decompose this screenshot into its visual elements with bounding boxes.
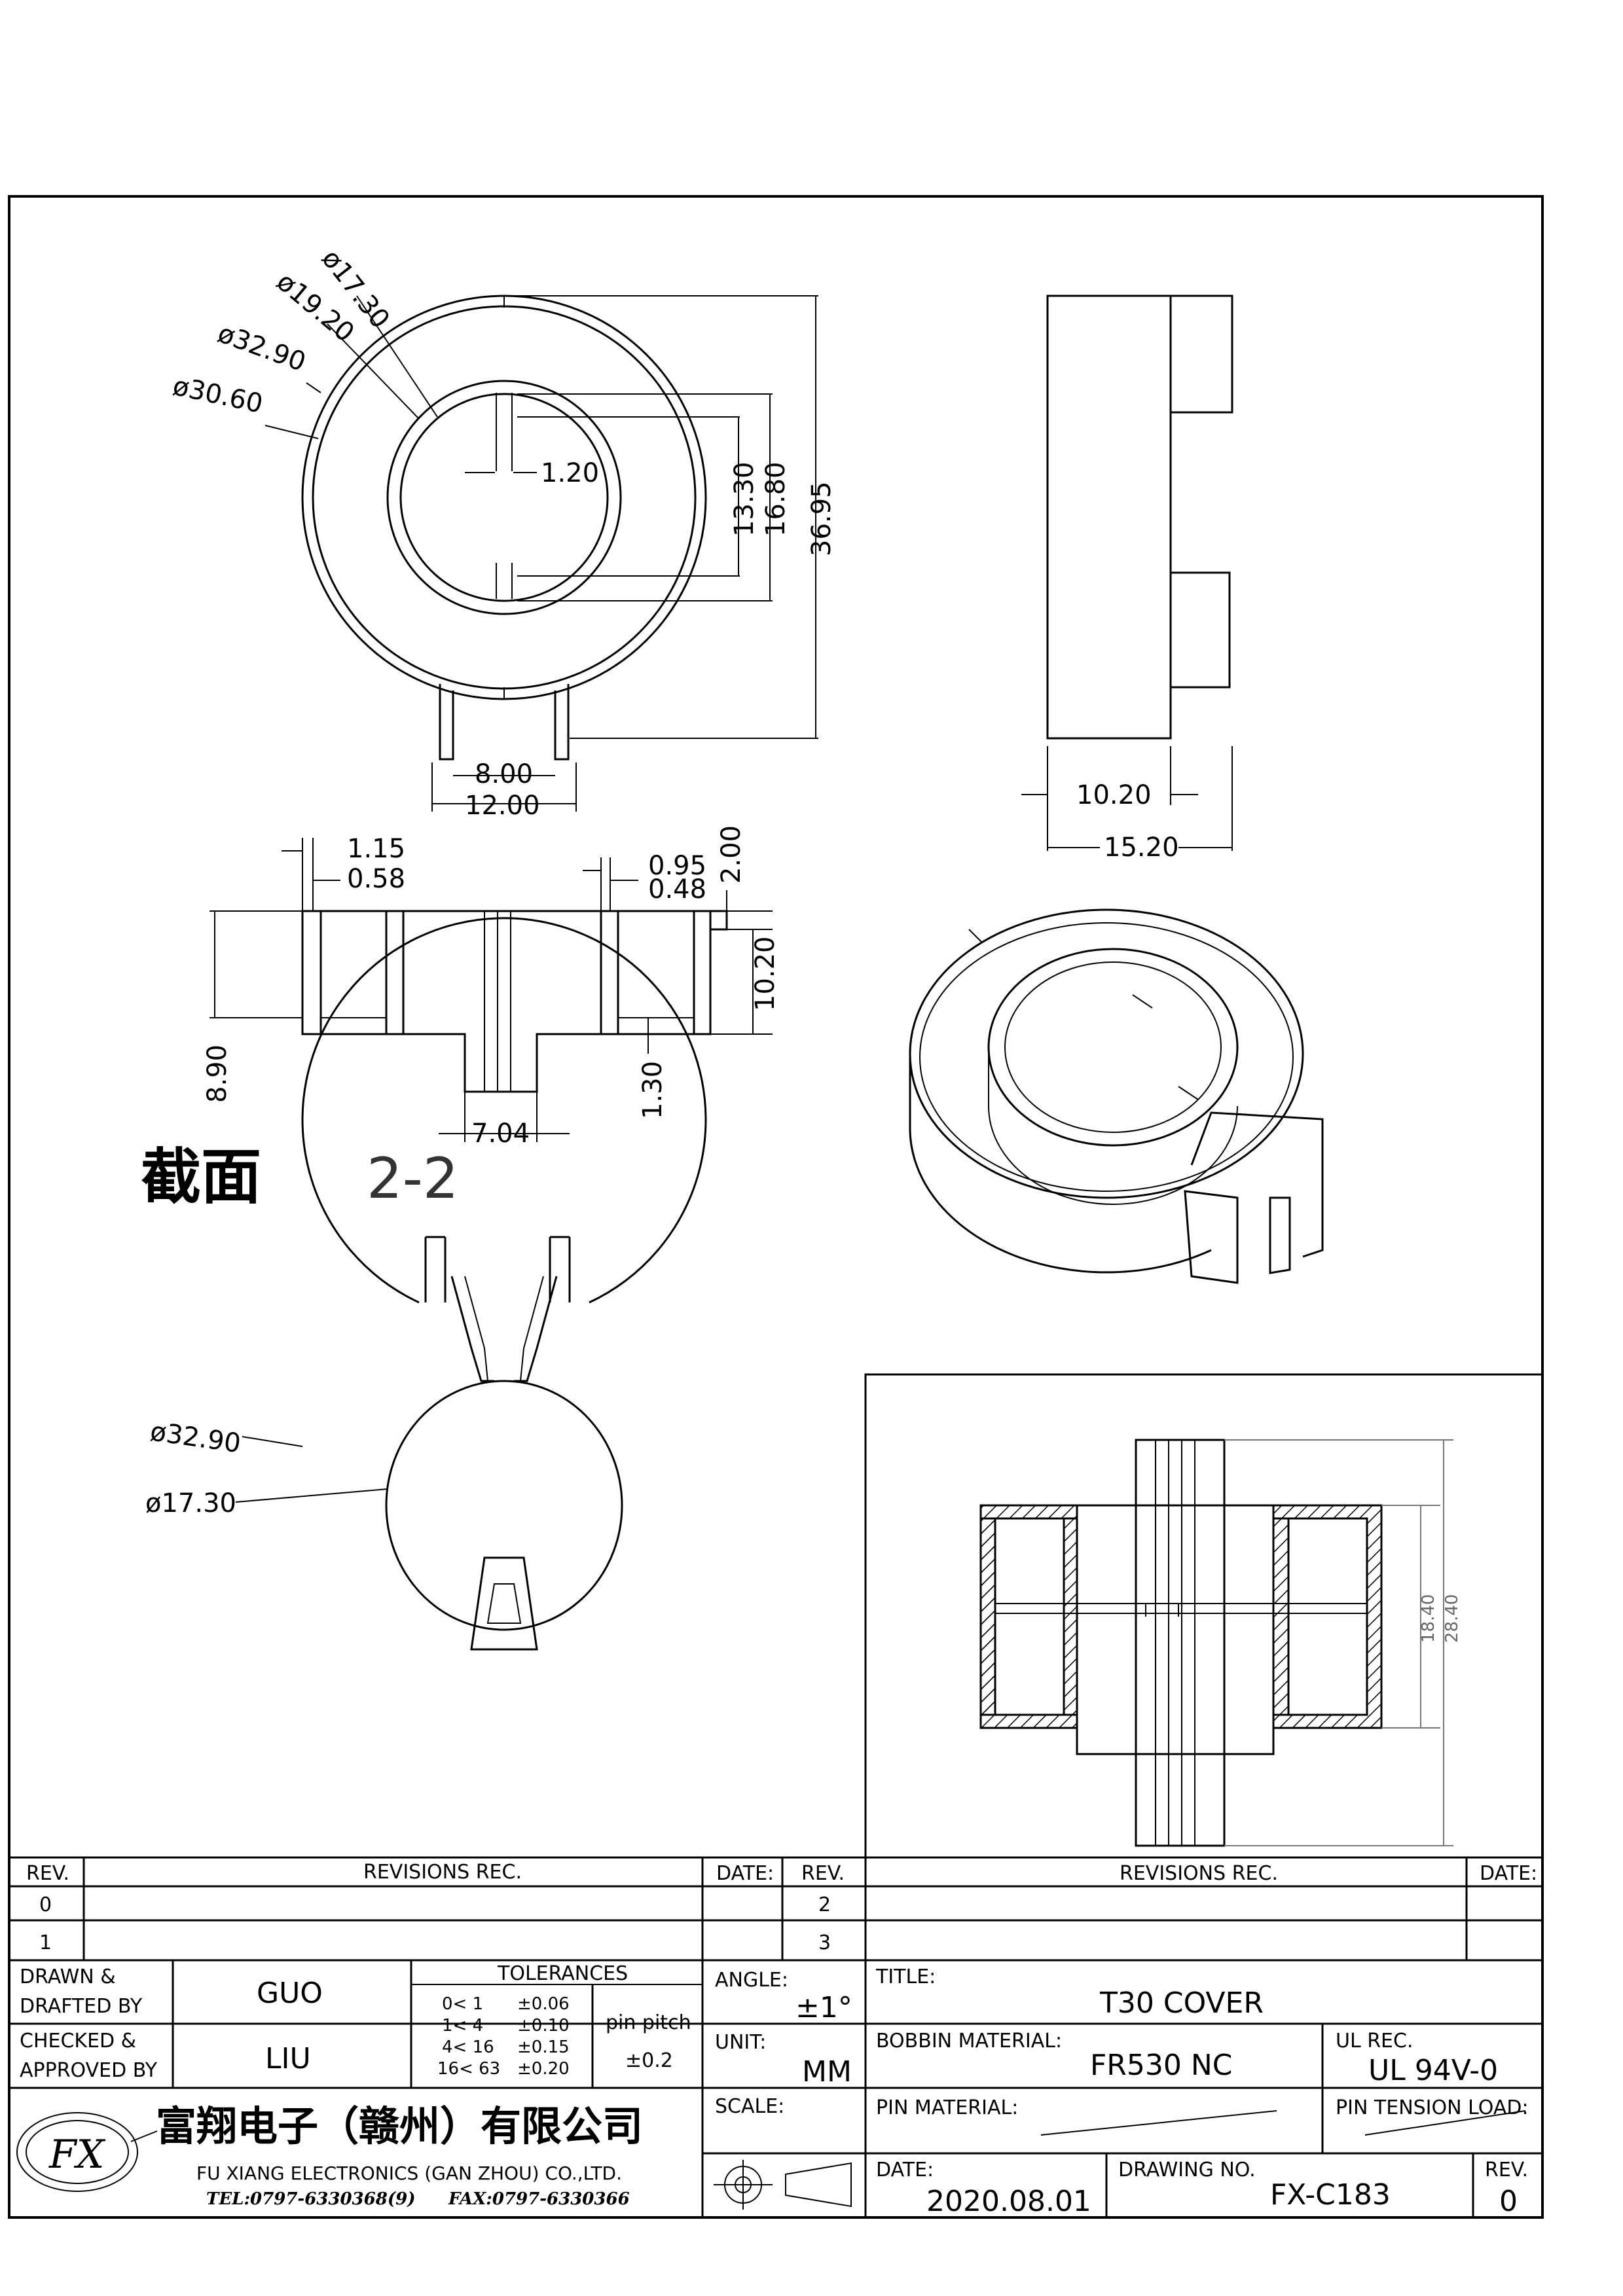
dim-section-0-58: 0.58 (347, 864, 405, 894)
pin-material-label: PIN MATERIAL: (876, 2096, 1018, 2119)
section-view (210, 838, 773, 1142)
pin-pitch-label: pin pitch (606, 2011, 691, 2034)
drawn-label-2: DRAFTED BY (20, 1995, 143, 2018)
company-name-en: FU XIANG ELECTRONICS (GAN ZHOU) CO.,LTD. (196, 2162, 622, 2184)
unit-value: MM (802, 2055, 852, 2089)
dim-36-95: 36.95 (807, 481, 837, 556)
dim-side-15-20: 15.20 (1104, 833, 1179, 863)
drawing-no-value: FX-C183 (1270, 2178, 1391, 2212)
sheet-border (8, 195, 1544, 2219)
tol-value-3: ±0.15 (517, 2037, 570, 2057)
rev-row-0: 0 (39, 1893, 52, 1916)
title-label: TITLE: (875, 1965, 936, 1988)
dim-section-2-00: 2.00 (716, 825, 746, 884)
drawing-no-label: DRAWING NO. (1118, 2159, 1256, 2181)
rev-header-left: REV. (26, 1862, 69, 1885)
dim-bottom-dia-32-90: ø32.90 (149, 1416, 243, 1459)
tol-range-1: 0< 1 (442, 1994, 483, 2014)
dim-dia-32-90: ø32.90 (214, 318, 310, 378)
unit-label: UNIT: (715, 2031, 766, 2054)
dim-16-80: 16.80 (761, 461, 791, 537)
company-name-cn: 富翔电子（赣州）有限公司 (156, 2102, 643, 2150)
tol-range-4: 16< 63 (437, 2059, 500, 2079)
dim-section-10-20: 10.20 (750, 936, 780, 1011)
dim-section-1-30: 1.30 (638, 1061, 668, 1119)
drawn-label-1: DRAWN & (20, 1965, 116, 1988)
dim-side-10-20: 10.20 (1076, 780, 1152, 810)
dim-section-0-48: 0.48 (648, 874, 706, 905)
tol-value-1: ±0.06 (517, 1994, 570, 2014)
dim-bottom-dia-17-30: ø17.30 (145, 1488, 236, 1518)
company-tel: TEL:0797-6330368(9) (206, 2189, 416, 2209)
date-label: DATE: (876, 2159, 934, 2181)
dim-section-8-90: 8.90 (202, 1045, 232, 1103)
logo-text: FX (48, 2132, 106, 2178)
rev-value: 0 (1499, 2185, 1518, 2218)
dim-pin-12-00: 12.00 (465, 791, 540, 821)
assembly-frame (864, 1373, 1544, 1859)
dim-section-0-95: 0.95 (648, 851, 706, 881)
checked-label-2: APPROVED BY (20, 2059, 158, 2082)
pin-tension-label: PIN TENSION LOAD: (1336, 2096, 1529, 2119)
assembly-view (979, 1439, 1453, 1847)
dim-assembly-18-40: 18.40 (1419, 1594, 1438, 1643)
title-block-grid (9, 1856, 1542, 2217)
dim-dia-30-60: ø30.60 (170, 371, 266, 420)
ul-value: UL 94V-0 (1368, 2054, 1498, 2087)
company-logo: FX (16, 2112, 138, 2192)
dim-13-30: 13.30 (729, 461, 759, 537)
checked-value: LIU (265, 2042, 311, 2075)
isometric-view (909, 908, 1324, 1284)
dim-pin-8-00: 8.00 (475, 759, 533, 789)
date-value: 2020.08.01 (926, 2185, 1091, 2218)
scale-label: SCALE: (715, 2095, 784, 2118)
ul-label: UL REC. (1336, 2030, 1413, 2053)
title-value: T30 COVER (1099, 1986, 1264, 2020)
company-fax: FAX:0797-6330366 (448, 2189, 630, 2209)
rev-row-2: 2 (818, 1893, 831, 1916)
dim-assembly-28-40: 28.40 (1442, 1594, 1462, 1643)
section-label-id: 2-2 (367, 1146, 458, 1211)
bobbin-material-value: FR530 NC (1090, 2049, 1233, 2082)
tol-range-2: 1< 4 (442, 2016, 483, 2036)
side-view (1021, 295, 1233, 851)
checked-label-1: CHECKED & (20, 2030, 136, 2053)
tol-value-4: ±0.20 (517, 2059, 570, 2079)
tol-range-3: 4< 16 (442, 2037, 494, 2057)
revisions-rec-right: REVISIONS REC. (1120, 1862, 1278, 1885)
rev-label: REV. (1485, 2159, 1528, 2181)
dim-section-1-15: 1.15 (347, 834, 405, 864)
bobbin-material-label: BOBBIN MATERIAL: (876, 2030, 1062, 2053)
date-header-right: DATE: (1480, 1862, 1537, 1885)
pin-pitch-value: ±0.2 (625, 2049, 673, 2072)
top-view (264, 295, 818, 812)
angle-label: ANGLE: (715, 1969, 788, 1992)
dim-section-7-04: 7.04 (471, 1119, 530, 1149)
angle-value: ±1° (795, 1991, 852, 2024)
tol-value-2: ±0.10 (517, 2016, 570, 2036)
date-header-left: DATE: (716, 1862, 774, 1885)
tolerances-label: TOLERANCES (497, 1962, 628, 1985)
rev-header-right: REV. (801, 1862, 845, 1885)
rev-row-1: 1 (39, 1931, 52, 1954)
projection-symbol-icon (714, 2160, 852, 2210)
drawn-value: GUO (257, 1977, 323, 2010)
section-label-cn: 截面 (141, 1141, 261, 1212)
rev-row-3: 3 (818, 1931, 831, 1954)
dim-slot-1-20: 1.20 (541, 458, 599, 488)
bottom-view (235, 917, 707, 1651)
revisions-rec-left: REVISIONS REC. (363, 1861, 522, 1884)
